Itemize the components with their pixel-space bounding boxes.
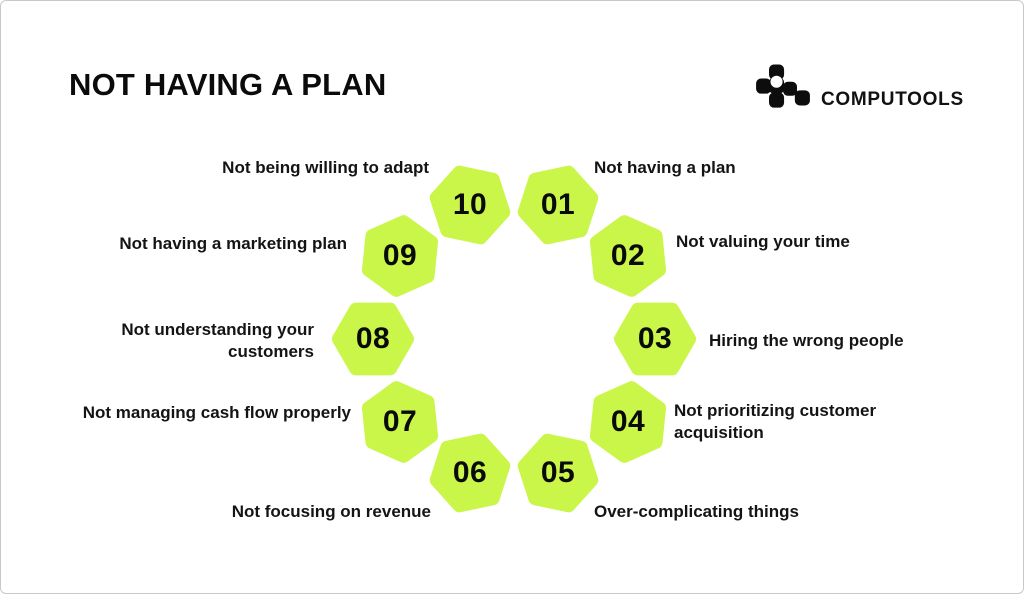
- step-label-10: Not being willing to adapt: [222, 158, 429, 177]
- computools-logo-icon: [755, 62, 811, 113]
- step-label-01: Not having a plan: [594, 158, 736, 177]
- step-label-05: Over-complicating things: [594, 502, 799, 521]
- hex-step-04: 04: [583, 377, 673, 467]
- step-number: 05: [540, 456, 576, 489]
- page-title: NOT HAVING A PLAN: [69, 67, 387, 102]
- step-label-09: Not having a marketing plan: [119, 234, 347, 253]
- step-number: 10: [452, 188, 488, 221]
- hex-step-08: 08: [328, 294, 418, 384]
- step-number: 07: [382, 405, 418, 438]
- hex-step-06: 06: [425, 428, 515, 518]
- step-number: 08: [355, 322, 391, 355]
- hex-step-01: 01: [513, 160, 603, 250]
- step-label-06: Not focusing on revenue: [231, 502, 431, 521]
- hex-step-05: 05: [513, 428, 603, 518]
- step-number: 03: [637, 322, 673, 355]
- step-number: 01: [540, 188, 576, 221]
- brand-name: COMPUTOOLS: [821, 89, 964, 110]
- hex-step-02: 02: [583, 211, 673, 301]
- step-number: 09: [382, 239, 418, 272]
- step-label-04: Not prioritizing customer acquisition: [674, 401, 877, 442]
- hex-step-07: 07: [355, 377, 445, 467]
- step-label-03: Hiring the wrong people: [709, 331, 904, 350]
- hex-step-10: 10: [425, 160, 515, 250]
- hex-step-03: 03: [610, 294, 700, 384]
- hex-step-09: 09: [355, 211, 445, 301]
- brand-logo: COMPUTOOLS: [755, 62, 967, 110]
- step-number: 02: [610, 239, 646, 272]
- step-number: 06: [452, 456, 488, 489]
- step-label-08: Not understanding your customers: [121, 320, 314, 361]
- step-label-07: Not managing cash flow properly: [82, 403, 351, 422]
- step-number: 04: [610, 405, 646, 438]
- step-label-02: Not valuing your time: [676, 232, 850, 251]
